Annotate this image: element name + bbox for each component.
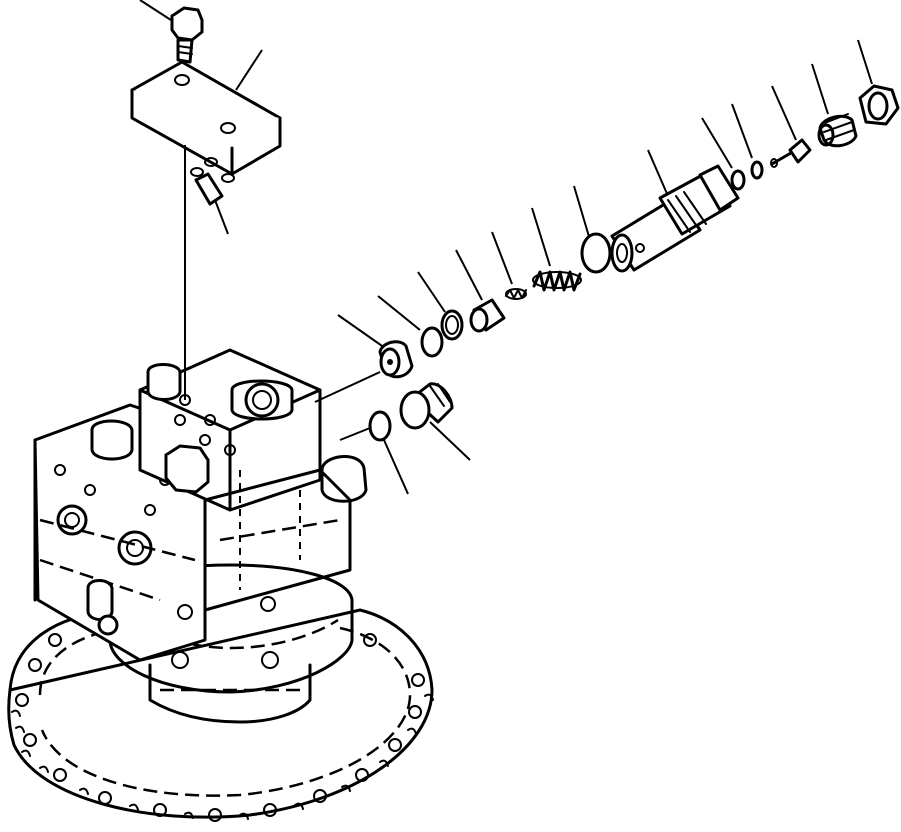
- o-ring-large: [573, 185, 612, 274]
- dowel-pins: [190, 157, 235, 235]
- lock-nut: [857, 39, 900, 126]
- port-o-ring: [339, 410, 409, 495]
- spring-cap: [811, 63, 858, 148]
- spring-small: [491, 231, 527, 300]
- relief-valve-body: [610, 149, 740, 273]
- spring-large: [531, 207, 582, 292]
- port-plug: [399, 382, 471, 461]
- o-ring-tiny: [701, 117, 746, 191]
- flange-bolt-holes: [15, 633, 425, 822]
- cover-plate: [130, 49, 282, 400]
- adjusting-screw: [770, 85, 812, 168]
- o-ring-small: [377, 295, 444, 358]
- backup-ring-tiny: [731, 103, 764, 180]
- backup-ring: [417, 271, 464, 341]
- piston: [455, 249, 506, 333]
- valve-plug: [314, 314, 414, 403]
- bolt: [139, 0, 204, 64]
